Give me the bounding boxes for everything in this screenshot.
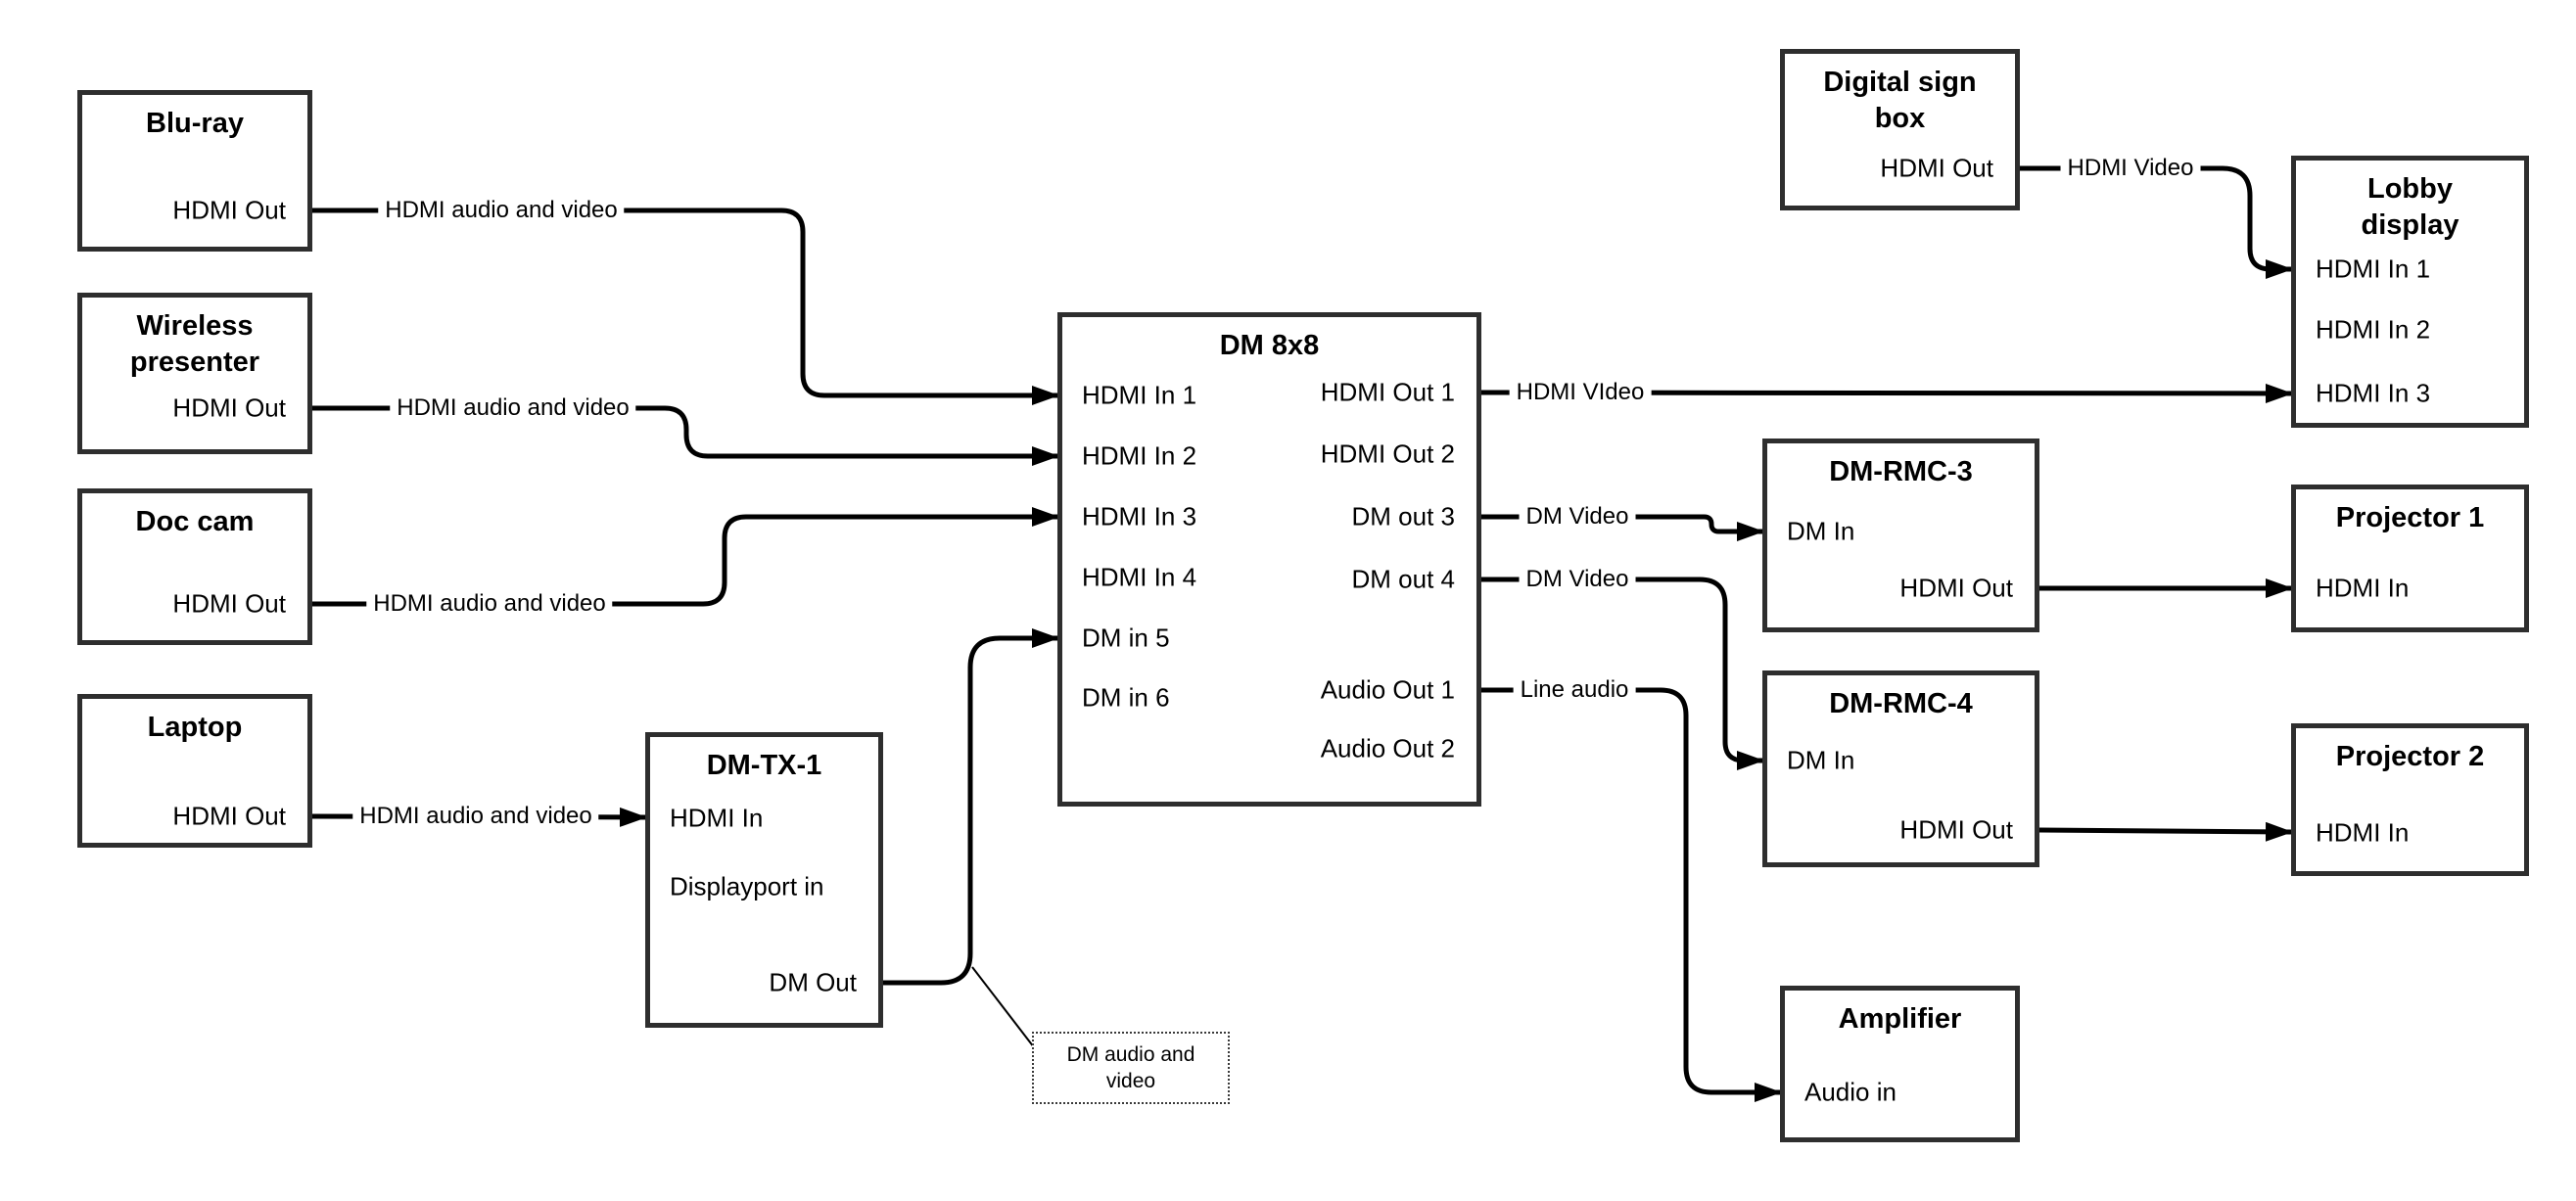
edge-digital-sign-box-to-lobby-display-label: HDMI Video [2060, 154, 2201, 183]
node-dm-8x8-port-hdmi-in-3: HDMI In 3 [1082, 501, 1197, 531]
node-dm-tx-1-title: DM-TX-1 [706, 750, 822, 781]
node-dm-rmc-3: DM-RMC-3 DM In HDMI Out [1762, 439, 2039, 632]
node-doc-cam-port-hdmi-out: HDMI Out [172, 588, 286, 619]
edge-dm-8x8-to-lobby-display-label: HDMI VIdeo [1509, 378, 1652, 407]
node-dm-rmc-3-title: DM-RMC-3 [1829, 456, 1973, 487]
edge-doc-cam-to-dm-8x8 [312, 507, 1059, 607]
node-dm-8x8-port-hdmi-in-4: HDMI In 4 [1082, 562, 1197, 592]
note-text-line-1: DM audio and [1066, 1043, 1195, 1066]
edge-doc-cam-to-dm-8x8-label: HDMI audio and video [366, 589, 613, 619]
node-projector-1: Projector 1 HDMI In [2291, 485, 2529, 632]
node-dm-8x8-port-hdmi-out-1: HDMI Out 1 [1320, 377, 1455, 407]
node-dm-tx-1-port-displayport-in: Displayport in [670, 871, 824, 901]
node-laptop-title: Laptop [147, 712, 243, 743]
edge-dm-8x8-to-dm-rmc-3 [1481, 514, 1764, 541]
node-dm-8x8-port-dm-in-6: DM in 6 [1082, 682, 1170, 713]
node-projector-2: Projector 2 HDMI In [2291, 723, 2529, 876]
node-dm-8x8-port-hdmi-in-1: HDMI In 1 [1082, 380, 1197, 410]
edge-dm-8x8-to-dm-rmc-4 [1481, 577, 1764, 770]
note-text-line-2: video [1105, 1070, 1156, 1092]
edge-digital-sign-box-to-lobby-display [2020, 165, 2293, 279]
node-amplifier-title: Amplifier [1838, 1003, 1962, 1035]
note-leader-line [971, 966, 1035, 1048]
node-lobby-display-port-hdmi-in-1: HDMI In 1 [2316, 254, 2431, 284]
node-dm-8x8-port-dm-out-4: DM out 4 [1351, 564, 1456, 594]
node-dm-8x8-title: DM 8x8 [1219, 330, 1320, 361]
node-dm-rmc-4-port-hdmi-out: HDMI Out [1899, 814, 2013, 845]
edge-dm-8x8-to-dm-rmc-3-label: DM Video [1519, 502, 1636, 531]
edge-dm-8x8-to-amplifier-label: Line audio [1513, 675, 1636, 705]
edge-dm-8x8-to-dm-rmc-4-label: DM Video [1519, 565, 1636, 594]
node-lobby-display-port-hdmi-in-2: HDMI In 2 [2316, 314, 2431, 345]
edge-blu-ray-to-dm-8x8-label: HDMI audio and video [378, 196, 625, 225]
node-laptop-port-hdmi-out: HDMI Out [172, 801, 286, 831]
node-dm-rmc-3-port-dm-in: DM In [1787, 516, 1855, 546]
edge-laptop-to-dm-tx-1-label: HDMI audio and video [352, 802, 599, 831]
node-wireless-presenter-port-hdmi-out: HDMI Out [172, 393, 286, 423]
node-projector-2-port-hdmi-in: HDMI In [2316, 817, 2410, 848]
node-dm-8x8-port-hdmi-out-2: HDMI Out 2 [1320, 439, 1455, 469]
node-dm-8x8-port-dm-out-3: DM out 3 [1351, 501, 1456, 531]
edge-wireless-presenter-to-dm-8x8 [312, 405, 1059, 466]
node-dm-8x8-port-dm-in-5: DM in 5 [1082, 623, 1170, 653]
node-projector-1-port-hdmi-in: HDMI In [2316, 573, 2410, 603]
node-blu-ray-port-hdmi-out: HDMI Out [172, 195, 286, 225]
node-blu-ray-title: Blu-ray [146, 108, 244, 139]
node-doc-cam-title: Doc cam [135, 506, 255, 537]
node-dm-tx-1-port-dm-out: DM Out [769, 967, 857, 997]
node-digital-sign-box-port-hdmi-out: HDMI Out [1880, 153, 1993, 183]
node-amplifier-port-audio-in: Audio in [1804, 1077, 1897, 1107]
node-dm-8x8-port-audio-out-1: Audio Out 1 [1320, 674, 1455, 705]
edge-blu-ray-to-dm-8x8 [312, 208, 1059, 405]
edge-dm-8x8-to-amplifier [1481, 687, 1782, 1102]
dm-audio-and-video-note: DM audio and video [1032, 1032, 1230, 1104]
node-lobby-display-port-hdmi-in-3: HDMI In 3 [2316, 378, 2431, 408]
edge-dm-tx-1-to-dm-8x8 [883, 628, 1059, 986]
node-dm-rmc-4-port-dm-in: DM In [1787, 745, 1855, 775]
node-dm-rmc-4: DM-RMC-4 DM In HDMI Out [1762, 670, 2039, 867]
node-dm-rmc-3-port-hdmi-out: HDMI Out [1899, 573, 2013, 603]
edge-wireless-presenter-to-dm-8x8-label: HDMI audio and video [390, 393, 636, 423]
node-dm-tx-1-port-hdmi-in: HDMI In [670, 803, 764, 833]
node-dm-rmc-4-title: DM-RMC-4 [1829, 688, 1973, 719]
edge-dm-rmc-4-to-projector-2 [2038, 821, 2293, 842]
node-projector-2-title: Projector 2 [2335, 741, 2485, 772]
node-dm-8x8-port-hdmi-in-2: HDMI In 2 [1082, 440, 1197, 471]
node-projector-1-title: Projector 1 [2335, 502, 2485, 533]
node-dm-8x8-port-audio-out-2: Audio Out 2 [1320, 733, 1455, 763]
